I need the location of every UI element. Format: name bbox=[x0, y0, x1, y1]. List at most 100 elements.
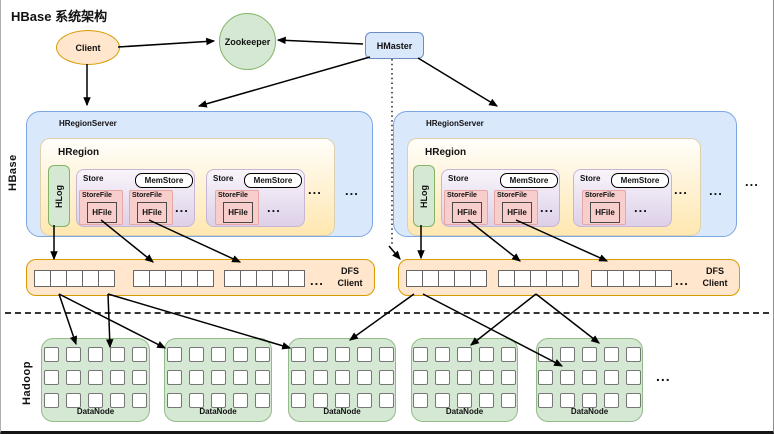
storefile-ellipsis: ... bbox=[175, 200, 189, 215]
datanode-4-label: DataNode bbox=[445, 407, 484, 416]
data-block-square bbox=[166, 347, 182, 362]
block-square bbox=[66, 270, 83, 287]
arrow-hmaster-regionserver1 bbox=[197, 56, 371, 108]
arrow-hmaster-regionserver2 bbox=[417, 57, 499, 107]
data-block-square bbox=[356, 393, 372, 408]
data-block-row bbox=[538, 347, 641, 362]
data-block-square bbox=[582, 347, 597, 362]
block-square bbox=[591, 270, 608, 287]
block-square bbox=[607, 270, 624, 287]
arrow-client-zookeeper bbox=[117, 37, 216, 48]
hlog-1-label: HLog bbox=[54, 184, 64, 208]
data-block-square bbox=[88, 370, 103, 385]
storefile-1a1-label: StoreFile bbox=[82, 192, 112, 199]
data-block-row bbox=[166, 347, 270, 362]
hregionserver-2-label: HRegionServer bbox=[426, 119, 484, 128]
data-block-row bbox=[290, 393, 394, 408]
dfs-client-2: ... DFS Client bbox=[398, 259, 740, 296]
data-block-square bbox=[44, 370, 59, 385]
memstore-1a: MemStore bbox=[135, 173, 193, 188]
hfile-1a1: HFile bbox=[87, 202, 117, 223]
section-label-hbase: HBase bbox=[7, 154, 19, 192]
datanode-4: DataNode bbox=[411, 338, 518, 422]
arrow-hmaster-dfs2 bbox=[388, 245, 401, 260]
block-square bbox=[422, 270, 439, 287]
memstore-1b: MemStore bbox=[244, 173, 302, 188]
block-square bbox=[197, 270, 214, 287]
page-title: HBase 系统架构 bbox=[11, 9, 108, 24]
data-block-square bbox=[626, 370, 641, 385]
data-block-square bbox=[334, 393, 350, 408]
data-block-square bbox=[254, 393, 270, 408]
storefile-1b1: StoreFile HFile bbox=[215, 190, 259, 225]
store-1a: Store MemStore StoreFile HFile StoreFile… bbox=[76, 169, 195, 227]
datanode-ellipsis: ... bbox=[656, 368, 671, 384]
data-block-square bbox=[378, 370, 394, 385]
dfs-client-2-label: DFS Client bbox=[702, 266, 728, 288]
data-block-square bbox=[210, 393, 226, 408]
block-square bbox=[514, 270, 531, 287]
block-square bbox=[470, 270, 487, 287]
block-square bbox=[50, 270, 67, 287]
hregionserver-1-label: HRegionServer bbox=[59, 119, 117, 128]
data-block-square bbox=[254, 347, 270, 362]
block-square bbox=[288, 270, 305, 287]
block-square bbox=[655, 270, 672, 287]
data-block-square bbox=[188, 347, 204, 362]
regionserver-ellipsis: ... bbox=[745, 174, 759, 189]
data-block-row bbox=[413, 370, 516, 385]
memstore-2a: MemStore bbox=[500, 173, 558, 188]
data-block-square bbox=[560, 347, 575, 362]
storefile-1b1-label: StoreFile bbox=[218, 192, 248, 199]
store-2b: Store MemStore StoreFile HFile ... bbox=[573, 169, 672, 227]
data-block-square bbox=[290, 347, 306, 362]
data-block-square bbox=[457, 393, 472, 408]
data-block-square bbox=[582, 393, 597, 408]
hmaster-node: HMaster bbox=[365, 32, 424, 59]
data-block-square bbox=[132, 370, 147, 385]
data-block-square bbox=[560, 370, 575, 385]
hregionserver-2: HRegionServer HRegion HLog Store MemStor… bbox=[393, 111, 737, 237]
hbase-hadoop-divider bbox=[5, 312, 769, 314]
data-block-square bbox=[457, 370, 472, 385]
datanode-3-grid bbox=[289, 339, 395, 408]
data-block-square bbox=[110, 393, 125, 408]
zookeeper-label: Zookeeper bbox=[224, 36, 271, 47]
data-block-square bbox=[479, 393, 494, 408]
datanode-5: DataNode bbox=[536, 338, 643, 422]
datanode-2-label: DataNode bbox=[199, 407, 237, 416]
storefile-1a2-label: StoreFile bbox=[132, 192, 162, 199]
arrow-hmaster-zookeeper bbox=[276, 36, 364, 45]
dfs-ellipsis: ... bbox=[675, 273, 689, 288]
data-block-square bbox=[312, 347, 328, 362]
data-block-square bbox=[501, 370, 516, 385]
store-1a-label: Store bbox=[83, 174, 104, 183]
data-block-square bbox=[413, 347, 428, 362]
arrow-dfs2-datanode3 bbox=[349, 293, 415, 341]
datanode-4-grid bbox=[412, 339, 517, 408]
store-2a-label: Store bbox=[448, 174, 469, 183]
data-block-square bbox=[254, 370, 270, 385]
block-square bbox=[530, 270, 547, 287]
storefile-2a1-label: StoreFile bbox=[447, 192, 477, 199]
data-block-square bbox=[538, 393, 553, 408]
hmaster-label: HMaster bbox=[376, 40, 413, 51]
block-square bbox=[82, 270, 99, 287]
data-block-square bbox=[66, 370, 81, 385]
datanode-3-label: DataNode bbox=[323, 407, 361, 416]
store-2a: Store MemStore StoreFile HFile StoreFile… bbox=[441, 169, 560, 227]
storefile-2a1: StoreFile HFile bbox=[444, 190, 488, 225]
hlog-2-label: HLog bbox=[419, 184, 429, 208]
dfs-client-1: ... DFS Client bbox=[26, 259, 375, 296]
client-node: Client bbox=[56, 30, 120, 65]
data-block-square bbox=[132, 347, 147, 362]
datanode-3: DataNode bbox=[288, 338, 396, 422]
block-square bbox=[224, 270, 241, 287]
data-block-row bbox=[290, 370, 394, 385]
data-block-square bbox=[356, 370, 372, 385]
data-block-square bbox=[232, 370, 248, 385]
data-block-square bbox=[210, 347, 226, 362]
hregion-ellipsis: ... bbox=[709, 183, 723, 198]
data-block-square bbox=[88, 347, 103, 362]
